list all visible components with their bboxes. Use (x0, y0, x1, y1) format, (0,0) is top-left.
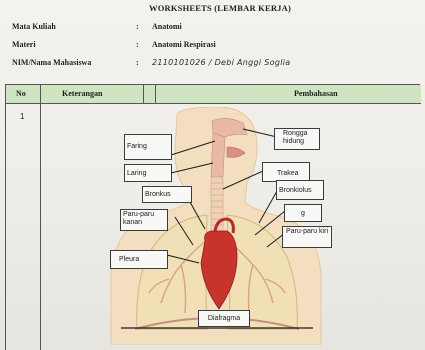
column-divider (155, 85, 156, 104)
header-keterangan: Keterangan (62, 89, 102, 98)
label-faring: Faring (124, 134, 172, 160)
field-label: Mata Kuliah (12, 22, 56, 31)
header-pembahasan: Pembahasan (294, 89, 338, 98)
label-bronkus: Bronkus (142, 186, 192, 203)
field-colon: : (136, 58, 139, 67)
worksheet-title: WORKSHEETS (LEMBAR KERJA) (130, 3, 310, 13)
field-value-handwritten: 2110101026 / Debi Anggi Soglia (152, 58, 290, 67)
field-colon: : (136, 22, 139, 31)
table-header: No Keterangan Pembahasan (6, 85, 421, 104)
label-paru-kanan: Paru-paru kanan (120, 209, 168, 231)
label-laring: Laring (124, 164, 172, 182)
label-diafragma: Diafragma (198, 310, 250, 327)
label-alveolus: g (284, 204, 322, 222)
field-value: Anatomi Respirasi (152, 40, 216, 49)
field-colon: : (136, 40, 139, 49)
field-label: Materi (12, 40, 36, 49)
column-divider (40, 85, 41, 350)
label-trakea: Trakea (262, 162, 310, 182)
header-no: No (16, 89, 26, 98)
row-number: 1 (20, 112, 24, 121)
field-value: Anatomi (152, 22, 182, 31)
label-bronkiolus: Bronkiolus (276, 180, 324, 200)
label-rongga-hidung: Rongga hidung (274, 128, 320, 150)
label-pleura: Pleura (110, 250, 168, 269)
field-label: NIM/Nama Mahasiswa (12, 58, 91, 67)
label-paru-kiri: Paru-paru kiri (282, 226, 332, 248)
pharynx (211, 133, 225, 177)
column-divider (143, 85, 144, 104)
